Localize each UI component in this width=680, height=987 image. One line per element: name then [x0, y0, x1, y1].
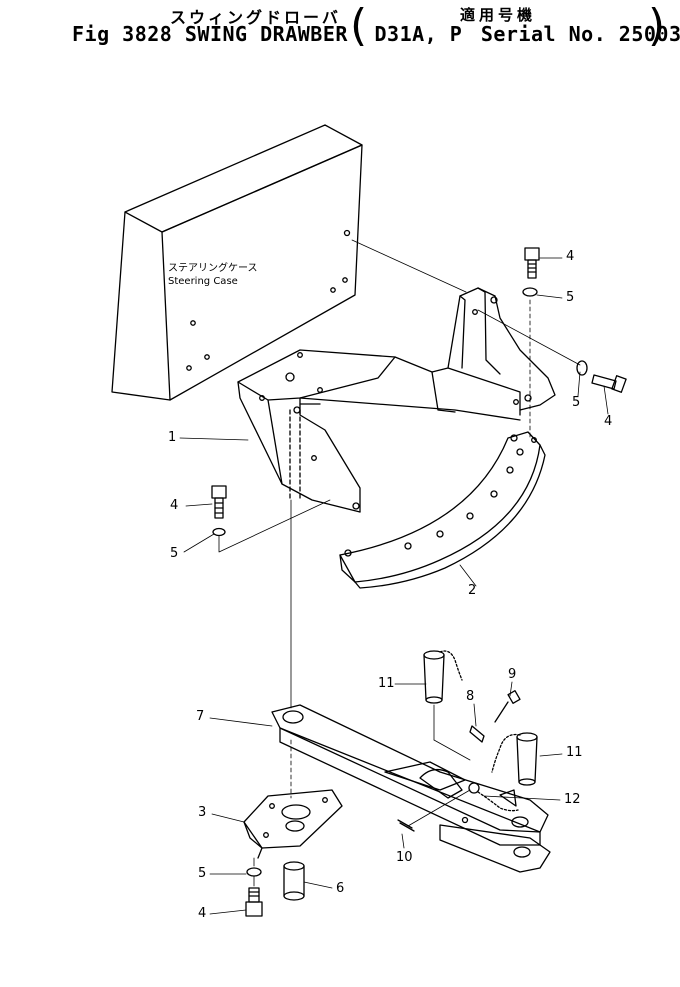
- washer-left: [213, 529, 225, 536]
- pin-11-left: [424, 651, 462, 703]
- model-code: D31A, P: [374, 22, 463, 46]
- callout-7: 7: [196, 709, 205, 724]
- callout-8: 8: [466, 689, 475, 704]
- steering-case-label: ステアリングケース Steering Case: [168, 262, 258, 288]
- bracket-part-1: [238, 288, 555, 512]
- callout-4-top: 4: [566, 249, 575, 264]
- figure-title: Fig 3828 SWING DRAWBER D31A, P Serial No…: [72, 22, 680, 46]
- steering-case-label-en: Steering Case: [168, 276, 238, 287]
- japanese-applicability: 適用号機: [460, 6, 537, 24]
- washer-right: [577, 361, 587, 375]
- leader-case-to-bracket: [352, 240, 466, 292]
- pin-11-right: [492, 733, 537, 785]
- steering-case: [112, 125, 362, 400]
- steering-case-label-jp: ステアリングケース: [168, 263, 258, 274]
- callout-5-right: 5: [572, 395, 581, 410]
- fig-number: 3828: [122, 22, 173, 46]
- open-bracket: (: [350, 0, 368, 51]
- cotter-part-10: [398, 820, 414, 831]
- clip-part-8: [470, 726, 484, 742]
- washer-bottom: [247, 868, 261, 876]
- callout-11-left: 11: [378, 676, 395, 691]
- bolt-bottom: [246, 888, 262, 916]
- fig-label: Fig: [72, 22, 110, 46]
- callout-4-bottom: 4: [198, 906, 207, 921]
- washer-top: [523, 288, 537, 296]
- arc-rail-part-2: [340, 432, 545, 588]
- serial-range: 25003~: [618, 22, 680, 46]
- callout-11-right: 11: [566, 745, 583, 760]
- drawbar-part-7: [272, 705, 550, 872]
- bolt-part-9: [495, 691, 520, 722]
- callout-5-bottom: 5: [198, 866, 207, 881]
- callout-10: 10: [396, 850, 413, 865]
- callout-2: 2: [468, 583, 477, 598]
- japanese-title: スウィングドローバ: [170, 8, 341, 27]
- callout-5-top: 5: [566, 290, 575, 305]
- callout-5-left: 5: [170, 546, 179, 561]
- bolt-right: [592, 375, 626, 392]
- leader-left-bolt: [219, 500, 330, 552]
- close-bracket: ): [648, 0, 666, 51]
- serial-label: Serial No.: [480, 22, 607, 46]
- callout-4-left: 4: [170, 498, 179, 513]
- callout-1: 1: [168, 430, 177, 445]
- bolt-top: [525, 248, 539, 278]
- part-title: SWING DRAWBER: [184, 22, 348, 46]
- callout-9: 9: [508, 667, 517, 682]
- callout-leaders: [180, 258, 608, 914]
- callout-6: 6: [336, 881, 345, 896]
- mount-plate-part-3: [244, 740, 342, 858]
- callout-4-right: 4: [604, 414, 613, 429]
- bushing-part-6: [284, 862, 304, 900]
- leader-bolt-b: [478, 310, 580, 365]
- callout-12: 12: [564, 792, 581, 807]
- callout-3: 3: [198, 805, 207, 820]
- bolt-left: [212, 486, 226, 518]
